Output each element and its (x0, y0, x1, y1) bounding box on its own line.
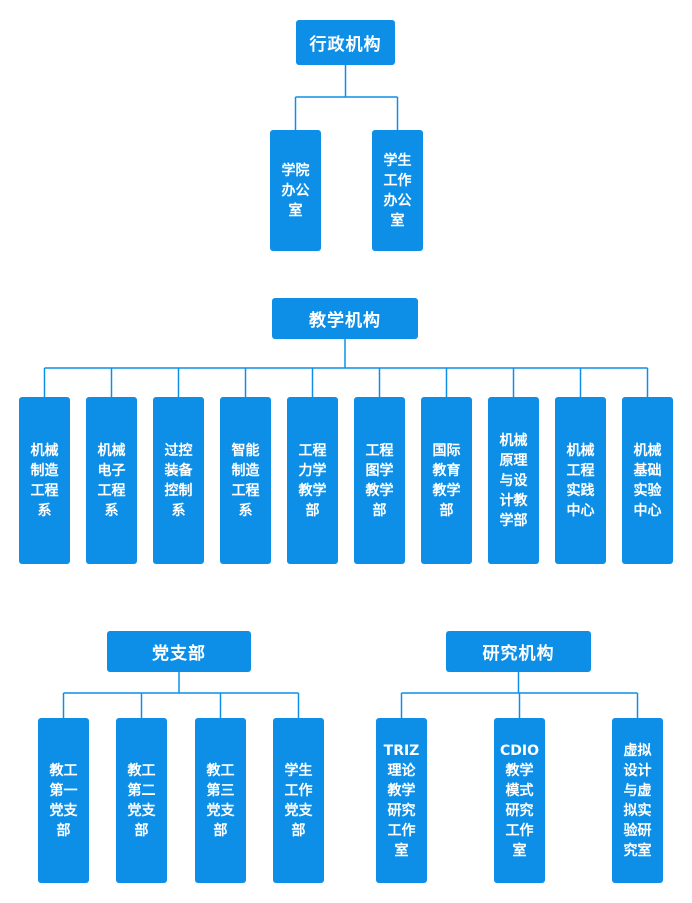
teaching-unit-1: 机械 制造 工程 系 (19, 397, 70, 564)
teaching-unit-8: 机械 原理 与设 计教 学部 (488, 397, 539, 564)
teaching-unit-4: 智能 制造 工程 系 (220, 397, 271, 564)
admin-unit-2: 学生 工作 办公 室 (372, 130, 423, 251)
teaching-unit-3: 过控 装备 控制 系 (153, 397, 204, 564)
teaching-header: 教学机构 (272, 298, 418, 339)
teaching-unit-10: 机械 基础 实验 中心 (622, 397, 673, 564)
admin-unit-1: 学院 办公 室 (270, 130, 321, 251)
research-unit-1: TRIZ 理论 教学 研究 工作 室 (376, 718, 427, 883)
research-unit-2: CDIO 教学 模式 研究 工作 室 (494, 718, 545, 883)
teaching-unit-6: 工程 图学 教学 部 (354, 397, 405, 564)
research-unit-3: 虚拟 设计 与虚 拟实 验研 究室 (612, 718, 663, 883)
party-unit-3: 教工 第三 党支 部 (195, 718, 246, 883)
research-header: 研究机构 (446, 631, 591, 672)
party-unit-2: 教工 第二 党支 部 (116, 718, 167, 883)
teaching-unit-2: 机械 电子 工程 系 (86, 397, 137, 564)
teaching-unit-5: 工程 力学 教学 部 (287, 397, 338, 564)
admin-header: 行政机构 (296, 20, 395, 65)
party-header: 党支部 (107, 631, 251, 672)
party-unit-4: 学生 工作 党支 部 (273, 718, 324, 883)
teaching-unit-9: 机械 工程 实践 中心 (555, 397, 606, 564)
teaching-unit-7: 国际 教育 教学 部 (421, 397, 472, 564)
party-unit-1: 教工 第一 党支 部 (38, 718, 89, 883)
